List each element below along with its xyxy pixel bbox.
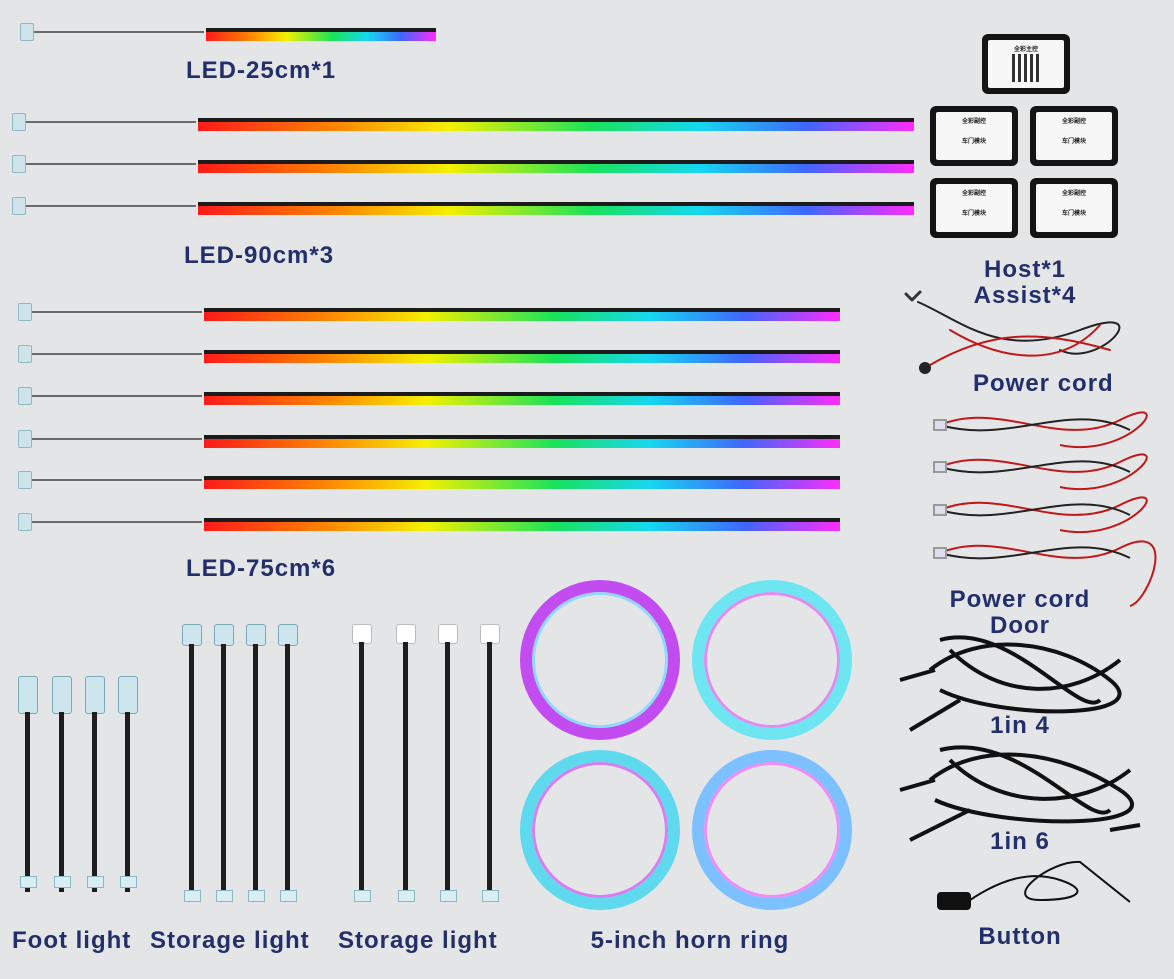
assist-module-sub: 车门模块 [1061, 138, 1086, 145]
assist-module-sub: 车门模块 [961, 210, 986, 217]
label-power-cord-door-2: Door [990, 612, 1050, 639]
power-cord-icon [904, 290, 1121, 374]
label-power-cord: Power cord [973, 370, 1114, 397]
led-strip-75cm [18, 303, 840, 321]
label-led-90cm: LED-90cm*3 [184, 242, 335, 269]
assist-module-title: 全彩副控 [1061, 118, 1086, 125]
led-strip-90cm [12, 155, 914, 173]
horn-ring [520, 750, 680, 910]
assist-module-title: 全彩副控 [961, 118, 986, 125]
led-strip-75cm [18, 387, 840, 405]
led-strip-75cm [18, 471, 840, 489]
led-strip-75cm [18, 513, 840, 531]
label-horn-ring: 5-inch horn ring [590, 927, 790, 954]
qr-code-icon [1012, 54, 1040, 82]
led-strip-25cm [20, 23, 436, 41]
led-strip-75cm [18, 345, 840, 363]
label-1in4: 1in 4 [990, 712, 1050, 739]
harness-1in6-icon [899, 745, 1141, 842]
assist-module: 全彩副控车门模块 [930, 178, 1018, 238]
button-switch-icon [937, 860, 1131, 910]
assist-module: 全彩副控车门模块 [1030, 106, 1118, 166]
harness-1in4-icon [899, 635, 1122, 732]
led-strip-75cm [18, 430, 840, 448]
power-cord-door-icon [933, 411, 1157, 607]
label-button: Button [978, 923, 1062, 950]
label-storage-light-1: Storage light [150, 927, 310, 954]
horn-ring [692, 750, 852, 910]
label-foot-light: Foot light [12, 927, 132, 954]
assist-module-sub: 车门模块 [961, 138, 986, 145]
assist-module: 全彩副控车门模块 [1030, 178, 1118, 238]
label-power-cord-door-1: Power cord [949, 586, 1091, 613]
label-host: Host*1 [983, 256, 1067, 283]
label-storage-light-2: Storage light [338, 927, 498, 954]
assist-module-sub: 车门模块 [1061, 210, 1086, 217]
label-assist: Assist*4 [973, 282, 1077, 309]
assist-module-title: 全彩副控 [961, 190, 986, 197]
horn-ring [692, 580, 852, 740]
led-strip-90cm [12, 197, 914, 215]
host-module-title: 全彩主控 [1013, 46, 1038, 53]
assist-module-title: 全彩副控 [1061, 190, 1086, 197]
label-led-75cm: LED-75cm*6 [186, 555, 337, 582]
label-1in6: 1in 6 [990, 828, 1050, 855]
assist-module: 全彩副控车门模块 [930, 106, 1018, 166]
label-led-25cm: LED-25cm*1 [186, 57, 337, 84]
led-strip-90cm [12, 113, 914, 131]
horn-ring [520, 580, 680, 740]
host-module: 全彩主控 [982, 34, 1070, 94]
